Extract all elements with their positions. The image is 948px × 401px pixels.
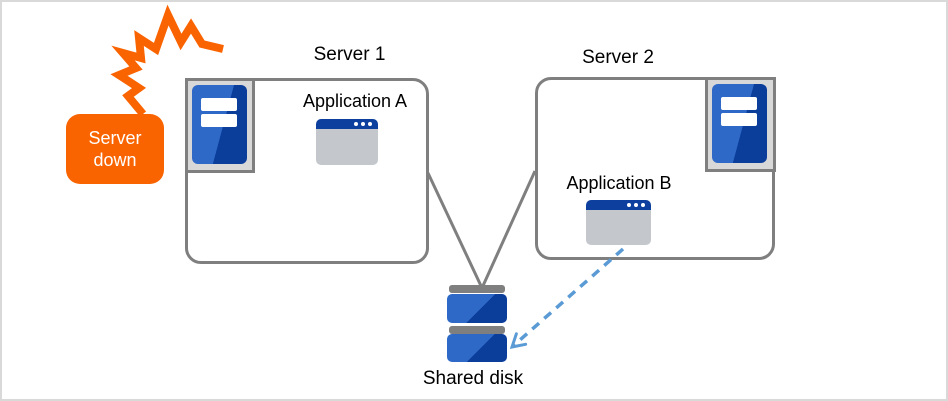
server-tower-face [712,84,767,163]
disk-cap [449,326,505,334]
shared-disk-icon [447,285,507,362]
disk-platter [447,334,507,362]
server1-title: Server 1 [313,44,386,65]
server2-tower-icon [705,77,776,172]
application-a-label: Application A [302,91,408,111]
window-titlebar [586,200,651,210]
window-body [586,210,651,245]
server-down-badge: Server down [66,114,164,184]
application-b-label: Application B [566,173,672,193]
server2-disk-connector [480,170,537,289]
server2-title: Server 2 [582,47,654,68]
server1-tower-icon [185,78,255,173]
server-tower-face [192,85,247,164]
tower-slot [201,114,237,127]
application-a-window-icon [316,119,378,165]
appb-to-disk-dashed-arrow [509,247,625,349]
disk-cap [449,285,505,293]
window-body [316,129,378,165]
window-dots-icon [627,203,645,207]
server-down-line1: Server [88,128,142,148]
tower-slot [721,113,757,126]
tower-slot [721,97,757,110]
server-down-line2: down [93,150,137,170]
server1-disk-connector [426,172,484,289]
application-b-window-icon [586,200,651,245]
shared-disk-label: Shared disk [422,368,524,389]
window-titlebar [316,119,378,129]
tower-slot [201,98,237,111]
window-dots-icon [354,122,372,126]
disk-platter [447,294,507,323]
